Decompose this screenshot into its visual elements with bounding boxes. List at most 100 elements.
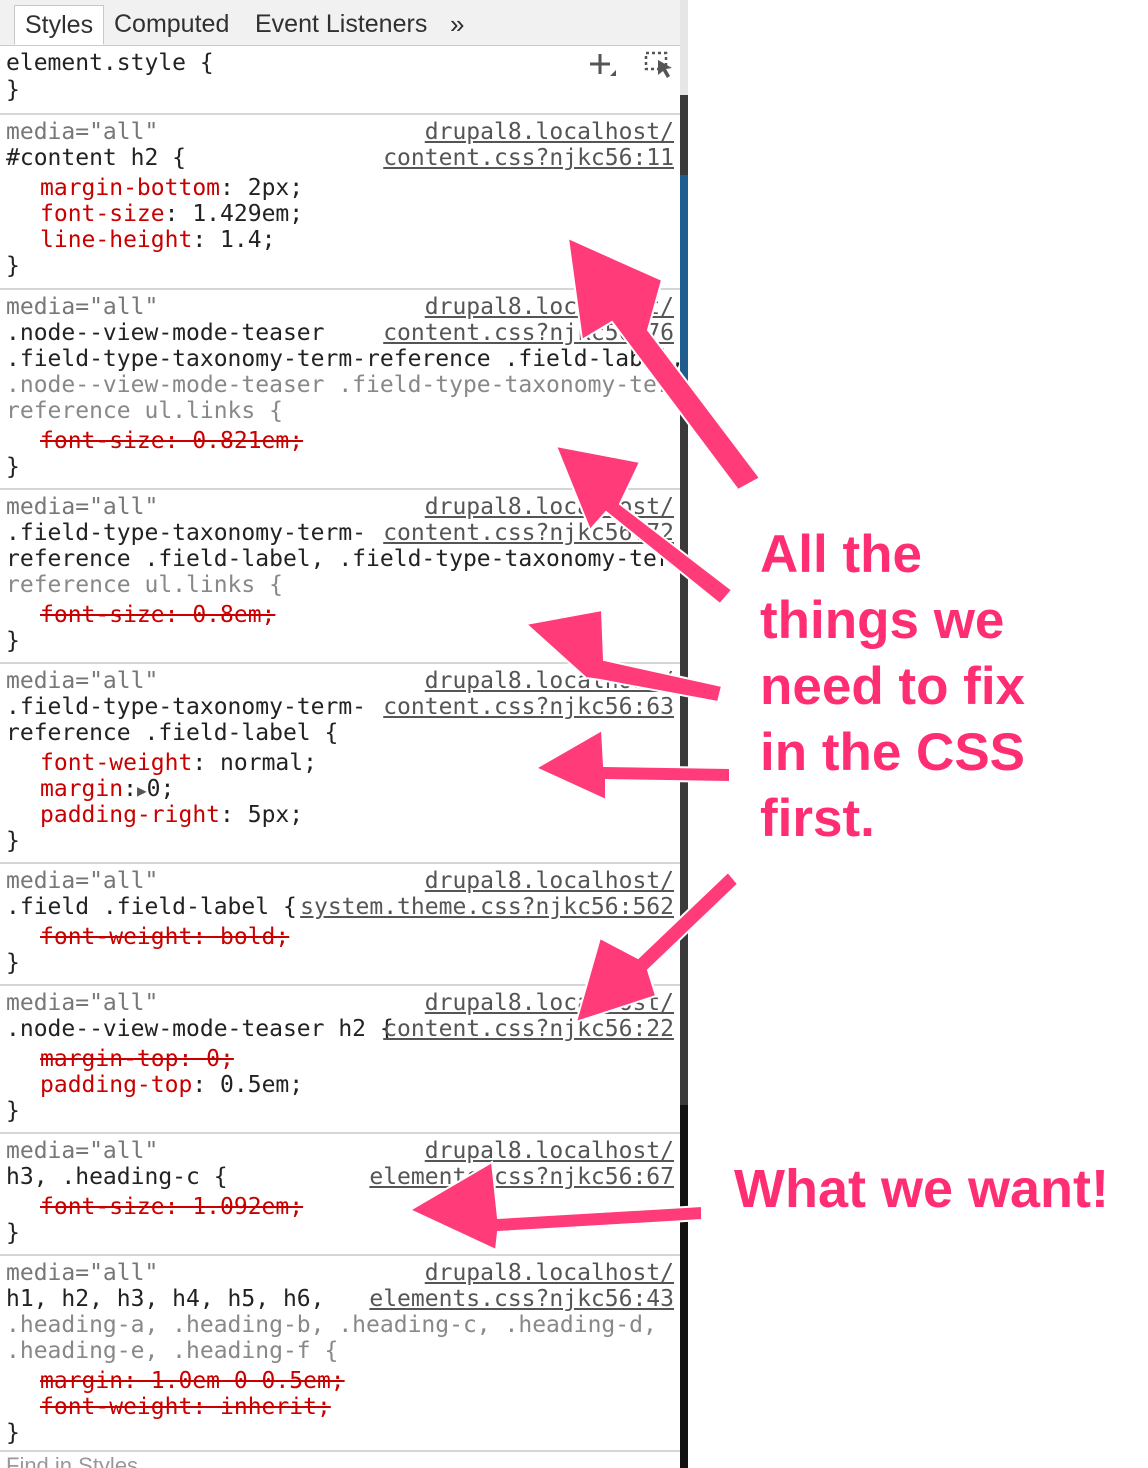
media-query: media="all" <box>6 1260 159 1286</box>
page-background-strip <box>680 175 688 415</box>
tab-bar: Styles Computed Event Listeners » <box>0 0 680 46</box>
rule-selector-unmatched: reference ul.links { <box>6 572 283 598</box>
rule-selector-unmatched: .node--view-mode-teaser .field-type-taxo… <box>6 372 681 398</box>
annotation-line: All the <box>760 525 922 584</box>
more-tabs-button[interactable]: » <box>450 9 465 39</box>
media-query: media="all" <box>6 668 159 694</box>
source-link-file[interactable]: content.css?njkc56:63 <box>383 694 674 720</box>
rule-selector: .field-type-taxonomy-term-reference .fie… <box>6 346 681 372</box>
property-value: 0; <box>146 776 175 802</box>
property-value: 2px; <box>247 175 304 201</box>
annotation-line: need to fix <box>760 657 1026 716</box>
source-link-file[interactable]: content.css?njkc56:22 <box>383 1016 674 1042</box>
element-state-icon[interactable] <box>644 51 678 87</box>
find-in-styles-input[interactable]: Find in Styles <box>6 1453 139 1468</box>
css-rule: media="all" drupal8.localhost/ h1, h2, h… <box>0 1256 680 1452</box>
css-rule: media="all" drupal8.localhost/ .field-ty… <box>0 490 680 664</box>
rule-close-brace: } <box>6 628 20 654</box>
source-link-host[interactable]: drupal8.localhost/ <box>424 668 674 694</box>
css-declaration[interactable]: margin:▶0; <box>40 776 175 802</box>
overridden-declaration[interactable]: font-size: 1.092em; <box>40 1194 304 1220</box>
annotation-fix-text: All the things we need to fix in the CSS… <box>760 522 1025 852</box>
styles-pane: Styles Computed Event Listeners » elemen… <box>0 0 681 1468</box>
property-value: 1.4; <box>220 227 276 253</box>
media-query: media="all" <box>6 868 159 894</box>
rule-selector: reference .field-label { <box>6 720 339 746</box>
expand-triangle-icon[interactable]: ▶ <box>136 781 147 800</box>
source-link-host[interactable]: drupal8.localhost/ <box>424 990 674 1016</box>
source-link-host[interactable]: drupal8.localhost/ <box>424 119 674 145</box>
element-style-rule: element.style { } <box>0 46 680 115</box>
rule-selector: .field-type-taxonomy-term- <box>6 520 367 546</box>
css-declaration[interactable]: font-size: 1.429em; <box>40 201 304 227</box>
rule-selector: .node--view-mode-teaser h2 { <box>6 1016 394 1042</box>
property-value: 5px; <box>247 802 304 828</box>
property-name: line-height <box>40 227 193 253</box>
source-link-file[interactable]: elements.css?njkc56:43 <box>369 1286 674 1312</box>
rule-selector: h3, .heading-c { <box>6 1164 228 1190</box>
source-link-host[interactable]: drupal8.localhost/ <box>424 1260 674 1286</box>
rule-selector-unmatched: reference ul.links { <box>6 398 283 424</box>
rule-close-brace: } <box>6 828 20 854</box>
css-rule: media="all" drupal8.localhost/ h3, .head… <box>0 1134 680 1256</box>
media-query: media="all" <box>6 494 159 520</box>
plus-icon[interactable] <box>588 54 634 87</box>
css-declaration[interactable]: line-height: 1.4; <box>40 227 276 253</box>
overridden-declaration[interactable]: font-weight: inherit; <box>40 1394 331 1420</box>
source-link-file[interactable]: content.css?njkc56:76 <box>383 320 674 346</box>
css-declaration[interactable]: padding-top: 0.5em; <box>40 1072 304 1098</box>
rule-selector: .heading-a, .heading-b, .heading-c, .hea… <box>6 1312 657 1338</box>
overridden-declaration[interactable]: font-size: 0.821em; <box>40 428 304 454</box>
annotation-line: in the CSS <box>760 723 1026 782</box>
rule-selector: .field .field-label { <box>6 894 297 920</box>
source-link-host[interactable]: drupal8.localhost/ <box>424 294 674 320</box>
media-query: media="all" <box>6 1138 159 1164</box>
annotation-line: first. <box>760 789 875 848</box>
property-value: 0.5em; <box>220 1072 304 1098</box>
property-name: font-size <box>40 201 165 227</box>
element-style-selector: element.style { <box>6 50 214 76</box>
rule-close-brace: } <box>6 253 20 279</box>
rule-close-brace: } <box>6 950 20 976</box>
rule-selector: #content h2 { <box>6 145 187 171</box>
property-name: margin-bottom <box>40 175 221 201</box>
tab-styles[interactable]: Styles <box>14 5 105 45</box>
tab-event-listeners[interactable]: Event Listeners <box>255 10 428 38</box>
rule-close-brace: } <box>6 77 20 103</box>
source-link-host[interactable]: drupal8.localhost/ <box>424 494 674 520</box>
rule-selector: h1, h2, h3, h4, h5, h6, <box>6 1286 325 1312</box>
source-link-host[interactable]: drupal8.localhost/ <box>424 868 674 894</box>
overridden-declaration[interactable]: margin: 1.0em 0 0.5em; <box>40 1368 345 1394</box>
overridden-declaration[interactable]: font-size: 0.8em; <box>40 602 276 628</box>
css-declaration[interactable]: margin-bottom: 2px; <box>40 175 304 201</box>
source-link-file[interactable]: elements.css?njkc56:67 <box>369 1164 674 1190</box>
rule-selector: .node--view-mode-teaser <box>6 320 325 346</box>
property-value: 1.429em; <box>192 201 304 227</box>
source-link-file[interactable]: system.theme.css?njkc56:562 <box>300 894 674 920</box>
page-background-strip <box>680 1105 688 1468</box>
property-name: font-weight <box>40 750 193 776</box>
css-rule: media="all" drupal8.localhost/ .field-ty… <box>0 664 680 864</box>
source-link-file[interactable]: content.css?njkc56:11 <box>383 145 674 171</box>
rule-selector: .heading-e, .heading-f { <box>6 1338 339 1364</box>
property-name: padding-right <box>40 802 221 828</box>
source-link-host[interactable]: drupal8.localhost/ <box>424 1138 674 1164</box>
css-declaration[interactable]: font-weight: normal; <box>40 750 317 776</box>
property-value: normal; <box>220 750 317 776</box>
scrollbar[interactable] <box>680 0 688 95</box>
tab-computed[interactable]: Computed <box>114 10 230 38</box>
property-name: padding-top <box>40 1072 193 1098</box>
source-link-file[interactable]: content.css?njkc56:72 <box>383 520 674 546</box>
overridden-declaration[interactable]: margin-top: 0; <box>40 1046 234 1072</box>
annotation-want-text: What we want! <box>734 1159 1109 1219</box>
rule-selector: .field-type-taxonomy-term- <box>6 694 367 720</box>
css-rule: media="all" drupal8.localhost/ #content … <box>0 115 680 290</box>
rule-selector: reference .field-label, .field-type-taxo… <box>6 546 681 572</box>
overridden-declaration[interactable]: font-weight: bold; <box>40 924 290 950</box>
rule-close-brace: } <box>6 1098 20 1124</box>
media-query: media="all" <box>6 990 159 1016</box>
css-rule: media="all" drupal8.localhost/ .node--vi… <box>0 290 680 490</box>
css-declaration[interactable]: padding-right: 5px; <box>40 802 304 828</box>
rule-close-brace: } <box>6 1420 20 1446</box>
css-rule: media="all" drupal8.localhost/ .field .f… <box>0 864 680 986</box>
